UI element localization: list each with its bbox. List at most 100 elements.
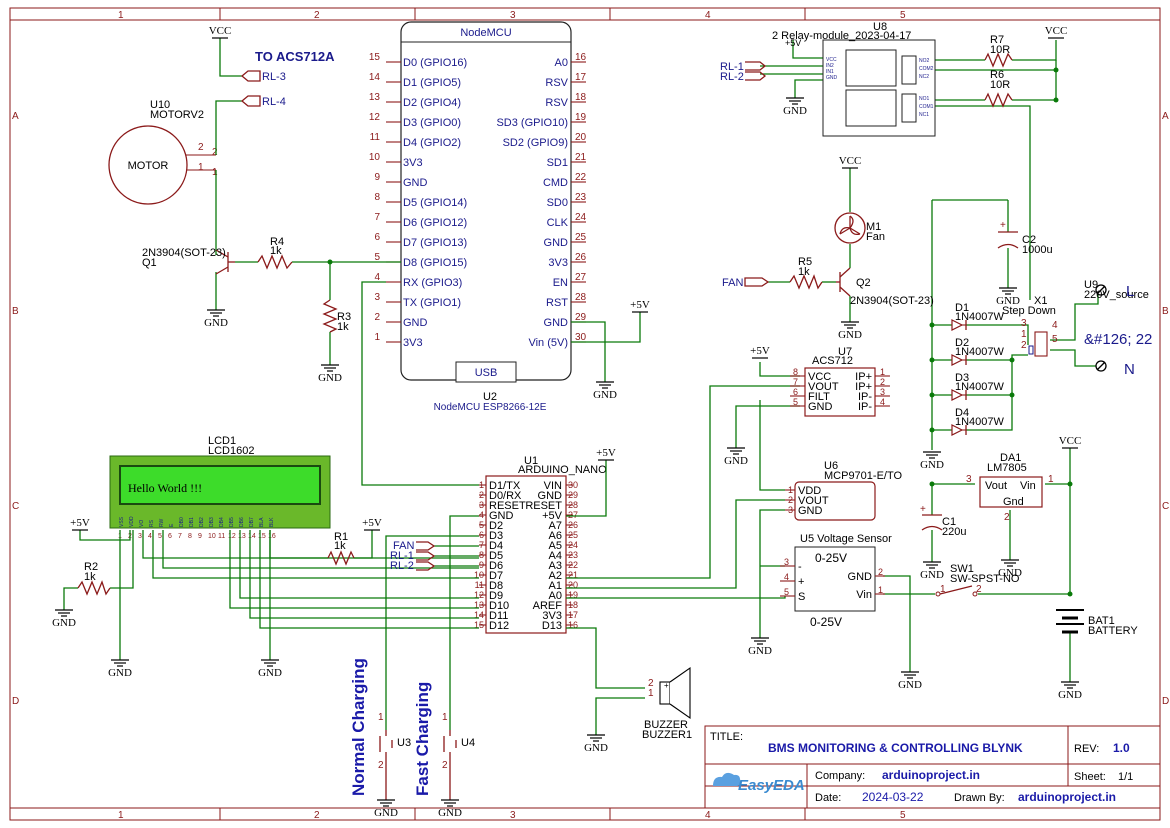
- relay-right-pin: NO1: [919, 96, 930, 102]
- lcd-pin-num: 6: [168, 533, 172, 540]
- nodemcu-left-pin-name: D7 (GPIO13): [403, 237, 467, 249]
- u3-button: U3 1 2: [378, 712, 411, 800]
- nodemcu-right-pin-name: SD1: [547, 157, 568, 169]
- mcp-ref: U6: [824, 460, 838, 472]
- arduino-right-pin-num: 18: [568, 600, 578, 610]
- acs-left-pin-num: 8: [793, 367, 798, 377]
- fan-ref: M1: [866, 221, 881, 233]
- acs-left-pin-num: 7: [793, 377, 798, 387]
- row-b-left: B: [12, 306, 19, 317]
- arduino-left-pin-num: 4: [479, 510, 484, 520]
- sw1-switch: SW1 SW-SPST-NO 1 2: [935, 563, 1020, 597]
- tb-drawn-label: Drawn By:: [954, 792, 1005, 804]
- nodemcu-right-pin-name: RST: [546, 297, 568, 309]
- acs-right-pin-num: 1: [880, 367, 885, 377]
- arduino-right-pin-name: A4: [549, 550, 562, 562]
- arduino-right-pin-num: 20: [568, 580, 578, 590]
- nodemcu-right-pin-name: SD3 (GPIO10): [496, 117, 568, 129]
- lcd-pin-num: 9: [198, 533, 202, 540]
- relay-ref: U8: [873, 21, 887, 33]
- x1-pin3: 3: [1021, 318, 1027, 329]
- arduino-left-pin-num: 5: [479, 520, 484, 530]
- lcd-pin-num: 8: [188, 533, 192, 540]
- nodemcu-right-pin-name: RSV: [545, 77, 568, 89]
- mcp-pin-name: VOUT: [798, 495, 829, 507]
- diode-2-body: [951, 354, 964, 366]
- u3-p2: 2: [378, 760, 384, 771]
- u4-p1: 1: [442, 712, 448, 723]
- net-labels: TO ACS712A RL-3 RL-4 RL-1 RL-2 FAN FAN R…: [240, 49, 770, 572]
- lcd-pin-label: RW: [159, 518, 165, 527]
- r1-val: 1k: [334, 540, 346, 552]
- c1-val: 220u: [942, 526, 966, 538]
- lcd-pin-label: E: [169, 523, 175, 527]
- u3-p1: 1: [378, 712, 384, 723]
- acs-right-pin-name: IP-: [858, 391, 872, 403]
- sw1-p1: 1: [940, 584, 946, 595]
- acs-part: ACS712: [812, 355, 853, 367]
- arduino-left-pin-num: 10: [474, 570, 484, 580]
- gnd-relay: GND: [783, 105, 807, 117]
- nodemcu-left-pin-num: 2: [374, 312, 380, 323]
- diode-4-part: 1N4007W: [955, 416, 1005, 428]
- nodemcu-right-pin-num: 20: [575, 132, 587, 143]
- motor-ref: U10: [150, 99, 170, 111]
- nodemcu-left-pin-num: 15: [369, 52, 381, 63]
- r7-ref: R7: [990, 34, 1004, 46]
- lcd-pin-label: VSS: [119, 516, 125, 527]
- diode-4-body: [951, 424, 964, 436]
- fan-net: FAN: [722, 277, 743, 289]
- arduino-ref: U1: [524, 455, 538, 467]
- q1-ref: Q1: [142, 257, 157, 269]
- relay-left-pin: GND: [826, 75, 838, 81]
- nodemcu-right-pin-num: 17: [575, 72, 587, 83]
- arduino-right-pin-name: A2: [549, 570, 562, 582]
- reg-part: LM7805: [987, 462, 1027, 474]
- nodemcu-right-pin-name: A0: [555, 57, 568, 69]
- col-1-bottom: 1: [118, 810, 124, 821]
- nodemcu-left-pin-num: 3: [374, 292, 380, 303]
- vs-right-pin-name: GND: [848, 571, 873, 583]
- arduino-left-pin-name: RESET: [489, 500, 526, 512]
- nodemcu-right-pin-name: CMD: [543, 177, 568, 189]
- col-2-bottom: 2: [314, 810, 320, 821]
- nodemcu-left-pin-name: D5 (GPIO14): [403, 197, 467, 209]
- arduino-right-pin-num: 22: [568, 560, 578, 570]
- nodemcu-left-pin-num: 5: [374, 252, 380, 263]
- nodemcu-left-pin-name: D0 (GPIO16): [403, 57, 467, 69]
- arduino-right-pin-name: A0: [549, 590, 562, 602]
- nodemcu-right-pin-num: 16: [575, 52, 587, 63]
- gnd-bridge: GND: [920, 459, 944, 471]
- diode-1-ref: D1: [955, 302, 969, 314]
- lcd-pin-label: DB7: [249, 517, 255, 527]
- vs-left-pin-sign: -: [798, 561, 802, 573]
- vcc-fan: VCC: [839, 155, 862, 167]
- r4-ref: R4: [270, 236, 284, 248]
- arduino-left-pin-name: GND: [489, 510, 514, 522]
- q2-part: 2N3904(SOT-23): [850, 295, 934, 307]
- arduino-right-pin-name: +5V: [542, 510, 563, 522]
- arduino-right-pin-name: AREF: [533, 600, 563, 612]
- gnd-bat: GND: [1058, 689, 1082, 701]
- r7-resistor: R7 10R: [984, 34, 1013, 68]
- lcd-pin-num: 4: [148, 533, 152, 540]
- diode-1-body: [951, 319, 964, 331]
- arduino-left-pin-name: D9: [489, 590, 503, 602]
- vs-left-pin-sign: S: [798, 591, 805, 603]
- u9-n: N: [1124, 361, 1135, 378]
- relay-rl1-net: RL-1: [720, 61, 744, 73]
- junctions: [327, 67, 1073, 597]
- arduino-right-pin-num: 27: [568, 510, 578, 520]
- row-b-right: B: [1162, 306, 1169, 317]
- vs-right-pin-num: 2: [878, 567, 883, 577]
- r5-resistor: R5 1k: [789, 256, 823, 290]
- nodemcu-left-pin-name: GND: [403, 317, 428, 329]
- mcp-pin-num: 3: [788, 505, 793, 515]
- nodemcu-left-pin-name: 3V3: [403, 337, 423, 349]
- arduino-right-pin-num: 21: [568, 570, 578, 580]
- nodemcu-right-pin-num: 24: [575, 212, 587, 223]
- nodemcu-right-pin-name: EN: [553, 277, 568, 289]
- p5v-r1: +5V: [362, 517, 382, 529]
